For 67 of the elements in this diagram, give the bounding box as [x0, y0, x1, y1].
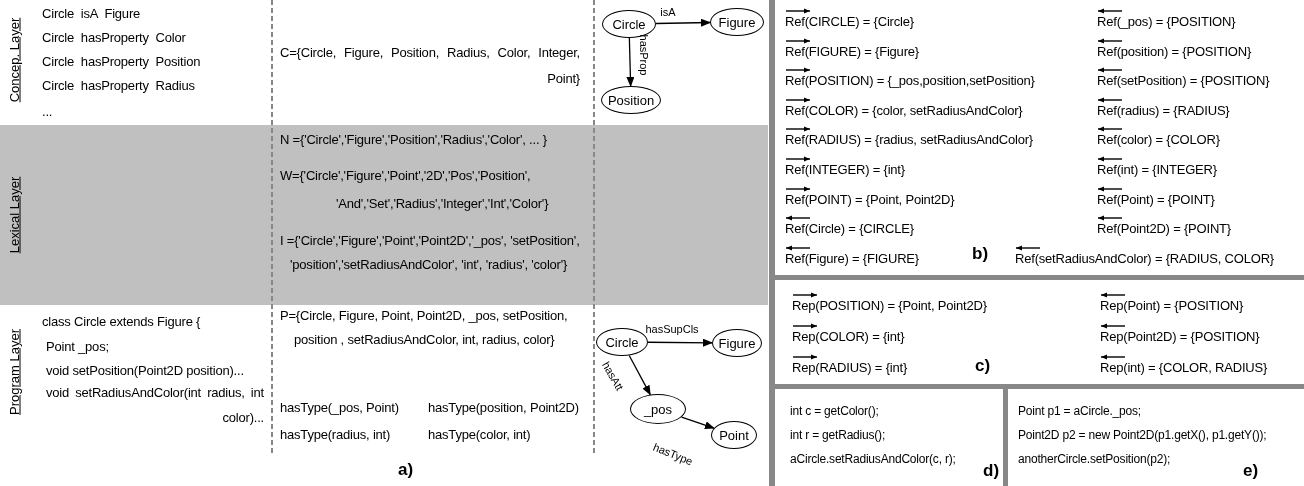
mapping-formula: Ref(POINT) = {Point, Point2D} — [785, 191, 955, 208]
mapping-formula: Ref(CIRCLE) = {Circle} — [785, 14, 914, 30]
text-line: hasType(position, Point2D) — [428, 400, 579, 416]
mapping-formula: Ref(RADIUS) = {radius, setRadiusAndColor} — [785, 132, 1033, 149]
arrow — [626, 37, 635, 87]
concept-ellipse: Figure — [710, 8, 764, 36]
mapping-formula: Ref(position) = {POSITION} — [1097, 43, 1252, 60]
code-line: void setPosition(Point2D position)... — [46, 363, 244, 379]
arrow — [628, 354, 651, 396]
panel-label: d) — [983, 461, 1000, 481]
code-line: ... — [42, 104, 53, 120]
mapping-formula: Ref(Figure) = {FIGURE} — [785, 250, 919, 267]
text-line: hasType(color, int) — [428, 427, 531, 443]
concept-ellipse: Figure — [712, 329, 762, 357]
panel-label: e) — [1243, 461, 1259, 481]
mapping-formula: Rep(Point2D) = {POSITION} — [1100, 329, 1260, 345]
mapping-formula: Ref(Point) = {POINT} — [1097, 191, 1215, 208]
mapping-formula: Rep(RADIUS) = {int} — [792, 360, 908, 376]
code-line: Point p1 = aCircle._pos; — [1018, 403, 1141, 419]
arrow — [655, 18, 711, 27]
mapping-formula: Rep(int) = {COLOR, RADIUS} — [1100, 360, 1268, 376]
edge-label: isA — [660, 6, 676, 18]
mapping-formula: Ref(int) = {INTEGER} — [1097, 162, 1217, 178]
set-definition: I ={'Circle','Figure','Point','Point2D','_pos', 'setPosition', 'position','setRadiusAndColor', 'int', 'radius', 'color'} — [280, 232, 581, 274]
mapping-formula: Ref(COLOR) = {color, setRadiusAndColor} — [785, 102, 1023, 119]
mapping-formula: Ref(color) = {COLOR} — [1097, 132, 1220, 149]
arrow — [647, 338, 713, 347]
panel-label: b) — [972, 244, 989, 264]
mapping-formula: Ref(radius) = {RADIUS} — [1097, 102, 1230, 119]
mapping-formula: Ref(Point2D) = {POINT} — [1097, 221, 1231, 238]
concept-ellipse: Point — [711, 421, 757, 449]
panel-label: a) — [398, 460, 414, 480]
code-line: int c = getColor(); — [790, 403, 879, 419]
text-line: hasType(_pos, Point) — [280, 400, 399, 416]
code-line: Circle isA Figure — [42, 6, 141, 22]
mapping-formula: Rep(COLOR) = {int} — [792, 329, 905, 345]
mapping-formula: Ref(setPosition) = {POSITION} — [1097, 73, 1270, 90]
mapping-formula: Ref(INTEGER) = {int} — [785, 162, 905, 178]
code-line: void setRadiusAndColor(int radius, int color)... — [46, 384, 264, 427]
set-definition: W={'Circle','Figure','Point','2D','Pos','Position', 'And','Set','Radius','Integer','Int','Color'} — [280, 167, 550, 213]
concept-ellipse: Position — [601, 86, 661, 114]
mapping-formula: Ref(setRadiusAndColor) = {RADIUS, COLOR} — [1015, 250, 1274, 267]
code-line: anotherCircle.setPosition(p2); — [1018, 451, 1171, 467]
layer-title: Lexical Layer — [6, 176, 22, 254]
mapping-formula: Ref(FIGURE) = {Figure} — [785, 43, 919, 60]
mapping-formula: Ref(POSITION) = {_pos,position,setPosition} — [785, 73, 1035, 90]
text-line: N ={'Circle','Figure','Position','Radius','Color', ... } — [280, 132, 547, 148]
code-line: Point _pos; — [46, 339, 109, 355]
code-line: Point2D p2 = new Point2D(p1.getX(), p1.getY()); — [1018, 427, 1267, 443]
layer-title: Program Layer — [6, 329, 22, 415]
code-line: Circle hasProperty Radius — [42, 78, 195, 94]
mapping-formula: Rep(POSITION) = {Point, Point2D} — [792, 298, 987, 314]
mapping-formula: Ref(Circle) = {CIRCLE} — [785, 221, 914, 238]
code-line: int r = getRadius(); — [790, 427, 886, 443]
set-definition: P={Circle, Figure, Point, Point2D, _pos, setPosition, position , setRadiusAndColor, int, radius, color} — [280, 307, 569, 349]
panel-label: c) — [975, 356, 991, 376]
concept-ellipse: _pos — [630, 394, 686, 424]
edge-label: hasSupCls — [645, 323, 699, 335]
code-line: class Circle extends Figure { — [42, 314, 201, 330]
code-line: Circle hasProperty Position — [42, 54, 201, 70]
code-line: Circle hasProperty Color — [42, 30, 186, 46]
code-line: aCircle.setRadiusAndColor(c, r); — [790, 451, 956, 467]
mapping-formula: Ref(_pos) = {POSITION} — [1097, 14, 1236, 30]
layer-title: Concep. Layer — [6, 17, 22, 103]
mapping-formula: Rep(Point) = {POSITION} — [1100, 298, 1244, 314]
set-definition: C={Circle, Figure, Position, Radius, Color, Integer, Point} — [280, 44, 580, 88]
text-line: hasType(radius, int) — [280, 427, 391, 443]
